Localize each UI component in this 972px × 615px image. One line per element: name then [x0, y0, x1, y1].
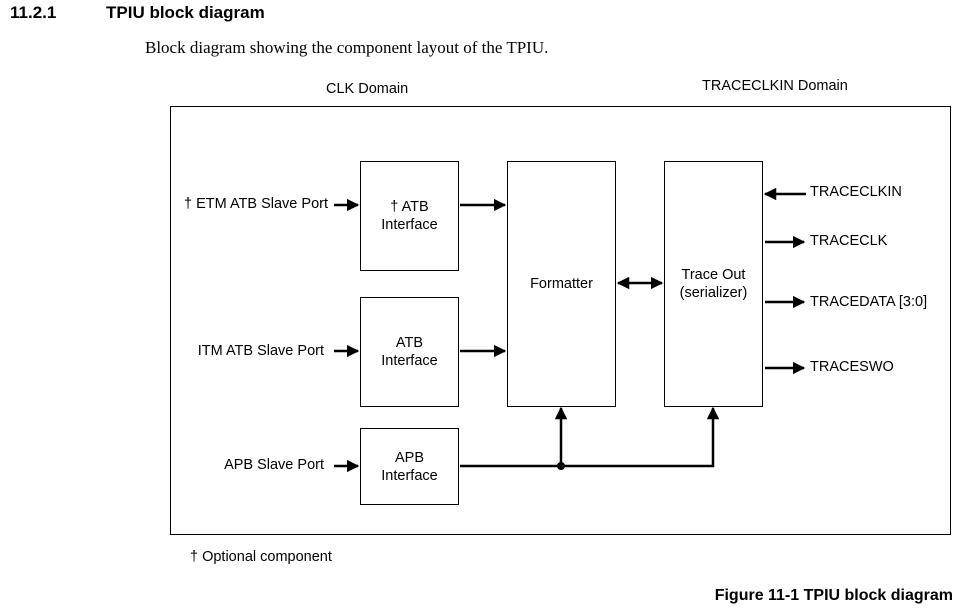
formatter-block: Formatter: [507, 161, 616, 407]
traceclkin-domain-label: TRACECLKIN Domain: [702, 78, 848, 94]
trace-out-block: Trace Out (serializer): [664, 161, 763, 407]
etm-atb-interface-block: † ATB Interface: [360, 161, 459, 271]
etm-port-label: † ETM ATB Slave Port: [184, 196, 328, 212]
optional-footnote: † Optional component: [190, 549, 332, 565]
apb-interface-block: APB Interface: [360, 428, 459, 505]
tracedata-label: TRACEDATA [3:0]: [810, 294, 928, 310]
intro-text: Block diagram showing the component layo…: [145, 38, 549, 57]
itm-port-label: ITM ATB Slave Port: [197, 343, 324, 359]
figure-caption: Figure 11-1 TPIU block diagram: [714, 587, 953, 604]
itm-atb-interface-block: ATB Interface: [360, 297, 459, 407]
section-title: TPIU block diagram: [106, 3, 265, 22]
traceswo-label: TRACESWO: [810, 359, 894, 375]
apb-bus-line: [460, 406, 720, 468]
etm-atb-interface-label: † ATB Interface: [381, 199, 438, 233]
apb-interface-label: APB Interface: [381, 449, 438, 484]
apb-port-label: APB Slave Port: [224, 457, 324, 473]
itm-atb-interface-label: ATB Interface: [381, 335, 438, 369]
bus-junction-dot: [557, 462, 565, 470]
traceclk-label: TRACECLK: [810, 233, 888, 249]
formatter-label: Formatter: [530, 276, 593, 292]
diagram-frame: [170, 106, 951, 535]
trace-out-label: Trace Out (serializer): [679, 267, 748, 301]
clk-domain-label: CLK Domain: [326, 81, 409, 97]
traceclkin-label: TRACECLKIN: [810, 184, 902, 200]
section-number: 11.2.1: [10, 3, 57, 22]
